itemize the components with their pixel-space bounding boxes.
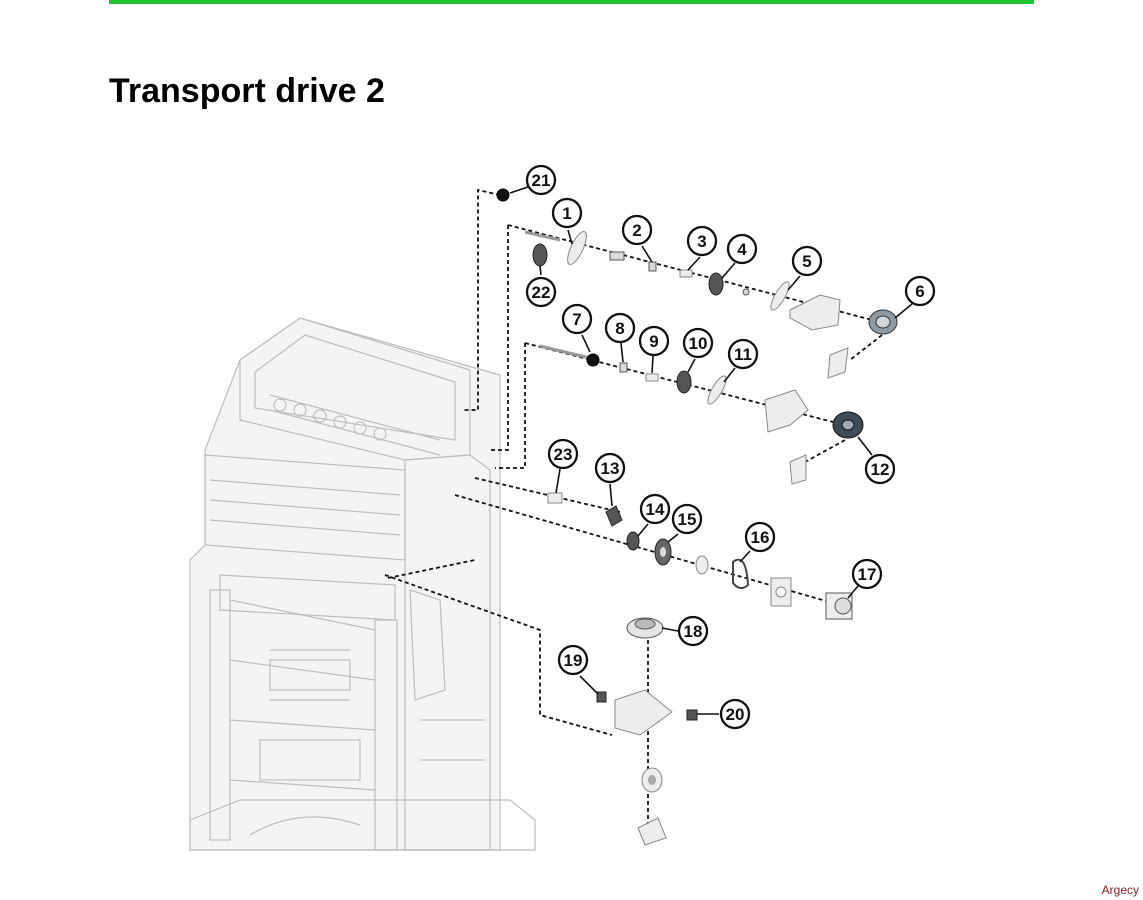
clip-part-2 <box>648 261 657 272</box>
page-title: Transport drive 2 <box>109 72 385 110</box>
motor-part-6 <box>868 309 898 335</box>
callout-22: 22 <box>525 276 557 308</box>
belt-part-5 <box>770 281 790 311</box>
svg-text:7: 7 <box>572 310 581 329</box>
svg-text:13: 13 <box>601 459 620 478</box>
callout-21: 21 <box>525 164 557 196</box>
callout-11: 11 <box>727 338 759 370</box>
callout-4: 4 <box>726 233 758 265</box>
belt-part-1 <box>567 230 587 266</box>
clip-part-8 <box>619 362 628 373</box>
callout-5: 5 <box>791 245 823 277</box>
callout-19: 19 <box>557 644 589 676</box>
svg-text:21: 21 <box>532 171 551 190</box>
svg-text:2: 2 <box>632 221 641 240</box>
svg-text:22: 22 <box>532 283 551 302</box>
svg-text:8: 8 <box>615 319 624 338</box>
accent-bar <box>109 0 1034 4</box>
svg-text:9: 9 <box>649 332 658 351</box>
callout-3: 3 <box>686 225 718 257</box>
svg-text:6: 6 <box>915 282 924 301</box>
gear-part-4 <box>708 272 724 296</box>
callout-23: 23 <box>547 438 579 470</box>
callout-16: 16 <box>744 521 776 553</box>
sensor-part-19 <box>596 691 607 703</box>
machine-frame <box>189 317 536 851</box>
callout-10: 10 <box>682 327 714 359</box>
callout-20: 20 <box>719 698 751 730</box>
callout-6: 6 <box>904 275 936 307</box>
sensor-part-20 <box>686 709 698 721</box>
watermark: Argecy <box>1101 883 1139 897</box>
motor-part-12 <box>832 411 864 439</box>
gear-part-14 <box>626 531 640 551</box>
bushing-part-9 <box>645 373 659 382</box>
clutch-part-18 <box>626 617 664 639</box>
svg-text:14: 14 <box>646 500 665 519</box>
svg-text:11: 11 <box>734 345 752 364</box>
bushing-part-3 <box>679 269 693 278</box>
callout-1: 1 <box>551 197 583 229</box>
svg-text:16: 16 <box>751 528 770 547</box>
callout-7: 7 <box>561 303 593 335</box>
callout-14: 14 <box>639 493 671 525</box>
svg-text:5: 5 <box>802 252 811 271</box>
svg-text:4: 4 <box>737 240 747 259</box>
svg-text:17: 17 <box>858 565 877 584</box>
svg-text:12: 12 <box>871 460 890 479</box>
knob-part-7 <box>586 353 600 367</box>
svg-text:10: 10 <box>689 334 708 353</box>
callout-15: 15 <box>671 503 703 535</box>
svg-text:3: 3 <box>697 232 706 251</box>
callout-18: 18 <box>677 615 709 647</box>
svg-text:18: 18 <box>684 622 703 641</box>
callouts: 1 2 3 4 5 6 7 8 <box>525 164 936 730</box>
gear-part-22 <box>532 243 548 267</box>
sensor-part-13 <box>605 505 623 527</box>
gear-part-10 <box>676 370 692 394</box>
belt-part-11 <box>707 375 727 405</box>
belt-part-16 <box>732 558 750 589</box>
callout-leaders <box>509 186 913 715</box>
svg-text:20: 20 <box>726 705 745 724</box>
callout-8: 8 <box>604 312 636 344</box>
callout-12: 12 <box>864 453 896 485</box>
svg-text:1: 1 <box>562 204 571 223</box>
gear-part-15 <box>654 538 672 566</box>
callout-17: 17 <box>851 558 883 590</box>
callout-13: 13 <box>594 452 626 484</box>
svg-text:19: 19 <box>564 651 583 670</box>
callout-9: 9 <box>638 325 670 357</box>
svg-text:15: 15 <box>678 510 697 529</box>
sensor-part-23 <box>547 492 563 504</box>
callout-2: 2 <box>621 214 653 246</box>
knob-part <box>496 188 510 202</box>
svg-text:23: 23 <box>554 445 573 464</box>
